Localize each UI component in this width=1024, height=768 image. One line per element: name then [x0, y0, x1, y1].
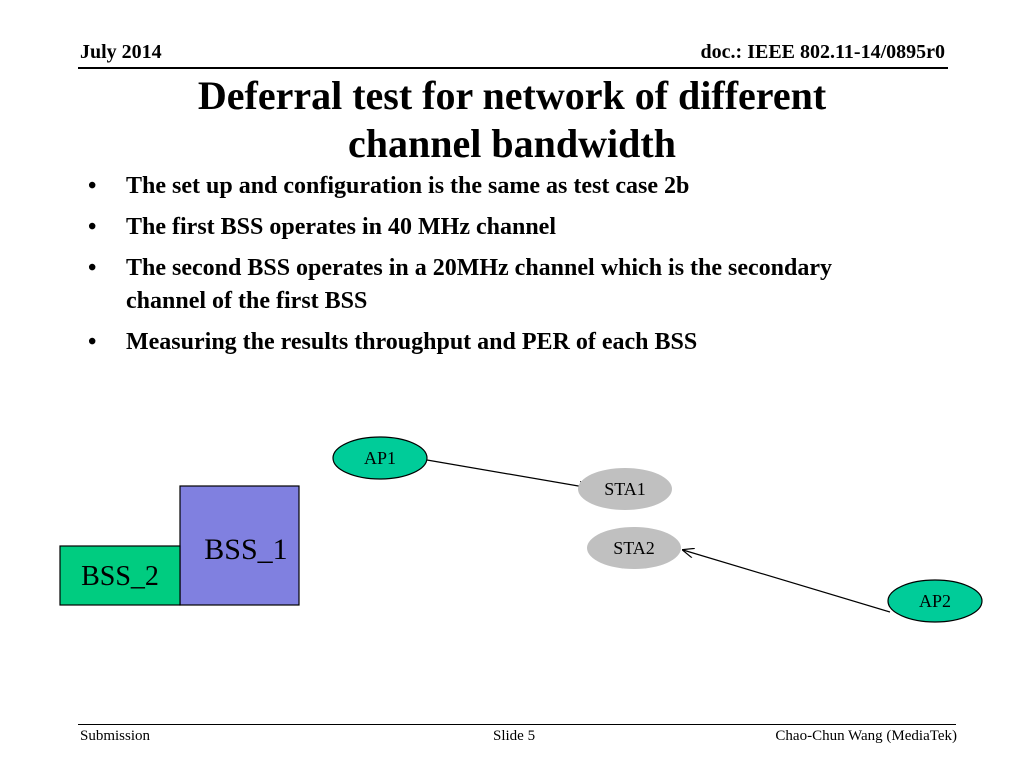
- sta1-label: STA1: [604, 479, 646, 499]
- ap1-to-sta1-arrow: [426, 459, 590, 488]
- bullet-item: The set up and configuration is the same…: [84, 170, 914, 203]
- sta1-node: [578, 468, 672, 510]
- header-divider: [78, 67, 948, 69]
- bullet-item: The second BSS operates in a 20MHz chann…: [84, 252, 914, 318]
- bullet-list: The set up and configuration is the same…: [84, 170, 914, 367]
- bullet-item: Measuring the results throughput and PER…: [84, 326, 914, 359]
- footer-author: Chao-Chun Wang (MediaTek): [775, 728, 957, 744]
- ap2-label: AP2: [919, 591, 951, 611]
- header-date: July 2014: [80, 41, 162, 63]
- ap1-node: [332, 436, 428, 480]
- sta2-node: [587, 527, 681, 569]
- ap1-label: AP1: [364, 448, 396, 468]
- bss1-box: [179, 485, 300, 606]
- ap2-node: [887, 579, 983, 623]
- bss1-label: BSS_1: [204, 533, 287, 566]
- bss2-box: [59, 545, 181, 606]
- ap2-to-sta2-arrow: [683, 550, 891, 613]
- sta2-label: STA2: [613, 538, 655, 558]
- slide-title-line-2: channel bandwidth: [348, 121, 676, 166]
- footer-submission: Submission: [80, 728, 151, 744]
- slide-title: Deferral test for network of different c…: [60, 72, 964, 168]
- bullet-item: The first BSS operates in 40 MHz channel: [84, 211, 914, 244]
- bss2-label: BSS_2: [81, 561, 159, 592]
- header-doc-id: doc.: IEEE 802.11-14/0895r0: [700, 41, 945, 63]
- footer-divider: [78, 724, 956, 725]
- footer-slide-number: Slide 5: [493, 728, 536, 744]
- slide-title-line-1: Deferral test for network of different: [197, 73, 827, 118]
